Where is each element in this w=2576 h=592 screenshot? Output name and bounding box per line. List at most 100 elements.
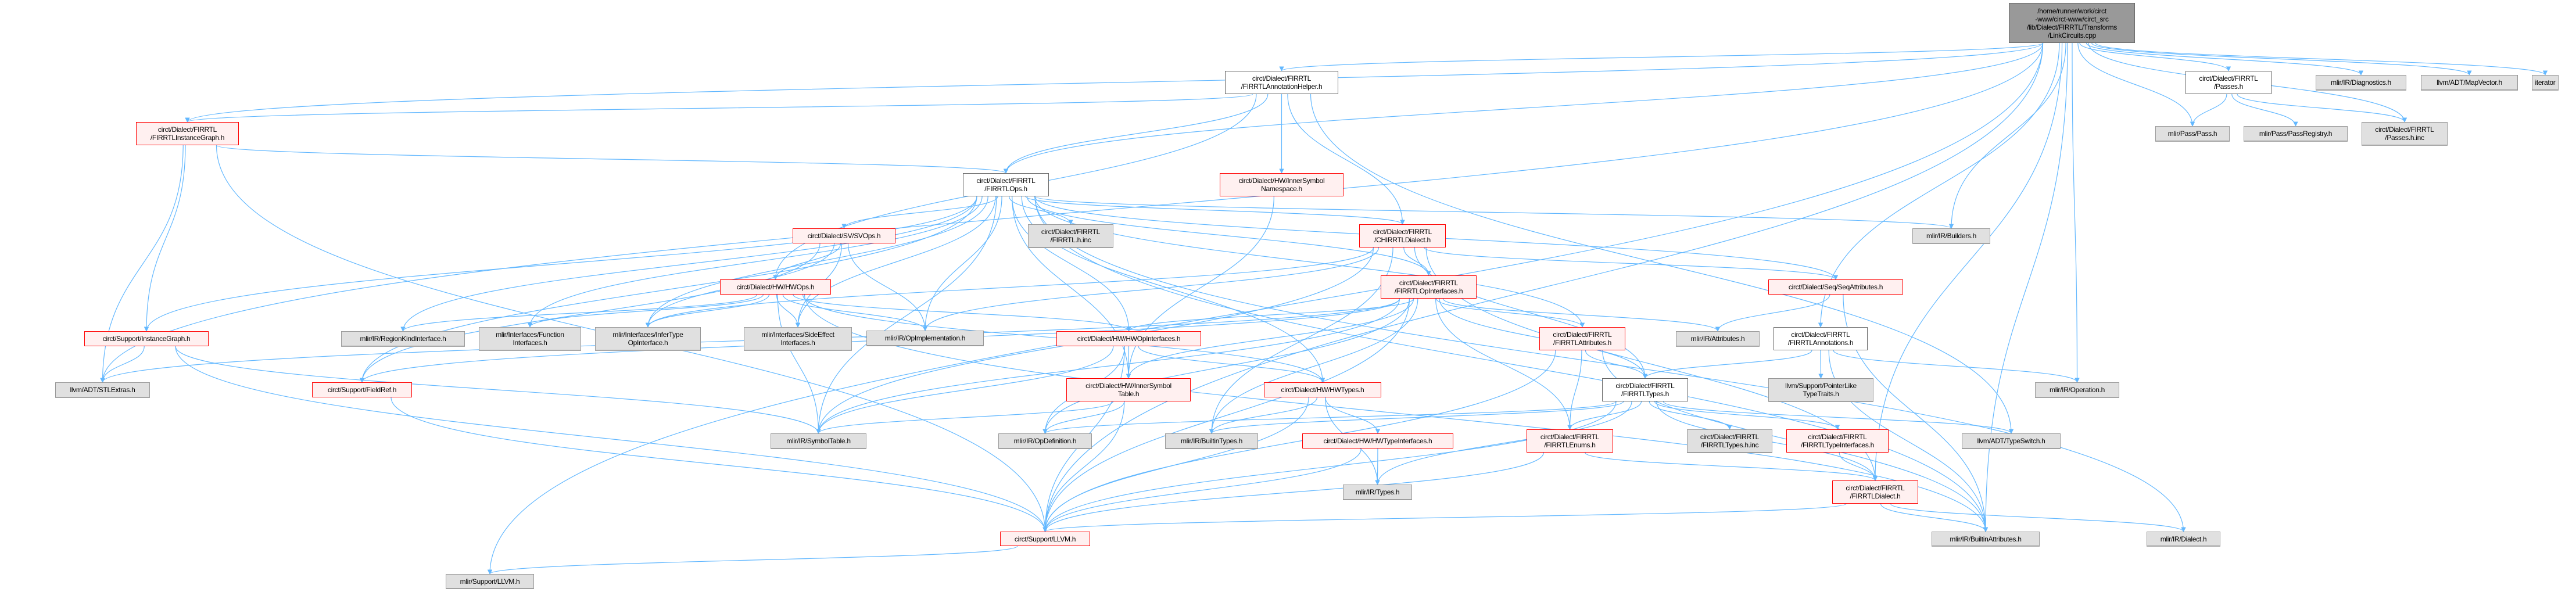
graph-node-funcif[interactable]: mlir/Interfaces/Function Interfaces.h — [479, 327, 581, 350]
graph-node-hwopif[interactable]: circt/Dialect/HW/HWOpInterfaces.h — [1056, 331, 1201, 346]
graph-node-passregistry[interactable]: mlir/Pass/PassRegistry.h — [2244, 126, 2348, 141]
graph-node-symboltable[interactable]: mlir/IR/SymbolTable.h — [771, 433, 866, 449]
edge-passes-to-pass — [2190, 94, 2227, 127]
edge-hwops-to-regionkind — [400, 294, 758, 332]
graph-node-firrtl-inc[interactable]: circt/Dialect/FIRRTL /FIRRTL.h.inc — [1028, 224, 1113, 247]
edge-main-to-mapvector — [2091, 42, 2472, 76]
graph-node-hwtypeif[interactable]: circt/Dialect/HW/HWTypeInterfaces.h — [1302, 433, 1453, 449]
graph-node-types[interactable]: mlir/IR/Types.h — [1343, 485, 1412, 500]
edge-chirrtl-to-firrtl_opif — [1403, 247, 1431, 276]
edge-firrtl_ops-to-funcif — [527, 196, 983, 328]
edge-firrtl_ops-to-chirrtl — [1025, 196, 1405, 225]
graph-node-iterator[interactable]: iterator — [2532, 75, 2559, 90]
edge-main-to-circt_llvm — [1042, 42, 2044, 532]
edge-inner_sym_table-to-symboltable — [816, 401, 1113, 434]
edge-hwops-to-infertype — [645, 294, 770, 328]
edge-firrtl_types-to-firrtl_types_inc — [1649, 401, 1732, 430]
edge-main-to-stlextras — [100, 42, 2044, 383]
edge-main-to-pass — [2077, 42, 2195, 127]
graph-node-firrtl-dialect[interactable]: circt/Dialect/FIRRTL /FIRRTLDialect.h — [1832, 480, 1918, 504]
graph-node-pointerlike[interactable]: llvm/Support/PointerLike TypeTraits.h — [1768, 378, 1873, 401]
edge-firrtl_attr-to-firrtl_types — [1585, 350, 1648, 379]
edge-main-to-firrtl_annot — [1818, 42, 2060, 328]
edge-annot_helper-to-chirrtl — [1287, 94, 1405, 225]
graph-node-operation[interactable]: mlir/IR/Operation.h — [2035, 382, 2119, 397]
graph-node-firrtl-attr[interactable]: circt/Dialect/FIRRTL /FIRRTLAttributes.h — [1539, 327, 1625, 350]
graph-node-seqattr[interactable]: circt/Dialect/Seq/SeqAttributes.h — [1768, 279, 1903, 295]
graph-node-mapvector[interactable]: llvm/ADT/MapVector.h — [2421, 75, 2518, 90]
edge-chirrtl-to-firrtl_types — [1414, 247, 1648, 379]
graph-node-builtinattr[interactable]: mlir/IR/BuiltinAttributes.h — [1932, 532, 2040, 546]
graph-node-hwtypes[interactable]: circt/Dialect/HW/HWTypes.h — [1264, 382, 1381, 397]
edge-firrtl_attr-to-circt_llvm — [1042, 350, 1556, 532]
graph-node-passes[interactable]: circt/Dialect/FIRRTL /Passes.h — [2186, 71, 2272, 94]
graph-node-passes-inc[interactable]: circt/Dialect/FIRRTL /Passes.h.inc — [2362, 122, 2448, 145]
edge-firrtl_ops-to-opimpl — [922, 196, 1002, 331]
graph-node-instgraph-support[interactable]: circt/Support/InstanceGraph.h — [84, 331, 209, 346]
edge-firrtl_opif-to-builtintypes — [1209, 298, 1418, 434]
graph-node-firrtl-inst-graph[interactable]: circt/Dialect/FIRRTL /FIRRTLInstanceGrap… — [136, 122, 239, 145]
edge-hwopif-to-hwtypes — [1138, 346, 1325, 383]
graph-node-sideeffect[interactable]: mlir/Interfaces/SideEffect Interfaces.h — [744, 327, 852, 350]
graph-node-regionkind[interactable]: mlir/IR/RegionKindInterface.h — [341, 331, 465, 346]
edge-firrtl_typeif-to-firrtl_dialect — [1839, 452, 1878, 481]
graph-node-infertype[interactable]: mlir/Interfaces/InferType OpInterface.h — [595, 327, 701, 350]
edge-firrtl_dialect-to-dialect — [1890, 503, 2186, 532]
graph-node-pass[interactable]: mlir/Pass/Pass.h — [2155, 126, 2230, 141]
edge-firrtl_types-to-typeswitch — [1663, 401, 2014, 434]
graph-node-firrtl-ops[interactable]: circt/Dialect/FIRRTL /FIRRTLOps.h — [963, 173, 1049, 196]
edge-firrtl_types-to-types — [1375, 401, 1632, 485]
edge-firrtl_types-to-firrtl_typeif — [1654, 401, 1840, 430]
graph-node-hwops[interactable]: circt/Dialect/HW/HWOps.h — [720, 279, 831, 295]
edge-firrtl_ops-to-sideeffect — [795, 196, 996, 328]
graph-node-dialect[interactable]: mlir/IR/Dialect.h — [2147, 532, 2220, 546]
edge-firrtl_types-to-opdef — [1042, 401, 1617, 434]
edge-instgraph_support-to-circt_llvm — [175, 346, 1048, 532]
graph-node-svops[interactable]: circt/Dialect/SV/SVOps.h — [793, 228, 895, 243]
graph-node-opimpl[interactable]: mlir/IR/OpImplementation.h — [866, 331, 984, 346]
graph-node-firrtl-types-inc[interactable]: circt/Dialect/FIRRTL /FIRRTLTypes.h.inc — [1687, 429, 1772, 453]
graph-node-fieldref[interactable]: circt/Support/FieldRef.h — [312, 382, 412, 397]
graph-node-firrtl-types[interactable]: circt/Dialect/FIRRTL /FIRRTLTypes.h — [1602, 378, 1688, 401]
edge-main-to-firrtl_inst_graph — [185, 42, 2044, 123]
graph-node-firrtl-enums[interactable]: circt/Dialect/FIRRTL /FIRRTLEnums.h — [1527, 429, 1613, 453]
edge-firrtl_enums-to-firrtl_dialect — [1585, 452, 1878, 481]
graph-node-builders[interactable]: mlir/IR/Builders.h — [1912, 228, 1990, 243]
edge-firrtl_types-to-circt_llvm — [1042, 401, 1617, 532]
graph-node-chirrtl[interactable]: circt/Dialect/FIRRTL /CHIRRTLDialect.h — [1359, 224, 1446, 247]
graph-node-circt-llvm[interactable]: circt/Support/LLVM.h — [1000, 532, 1090, 546]
graph-node-stlextras[interactable]: llvm/ADT/STLExtras.h — [55, 382, 150, 397]
edge-firrtl_opif-to-symboltable — [816, 298, 1400, 434]
edge-firrtl_opif-to-attributes — [1442, 298, 1721, 332]
graph-node-builtintypes[interactable]: mlir/IR/BuiltinTypes.h — [1165, 433, 1258, 449]
graph-node-typeswitch[interactable]: llvm/ADT/TypeSwitch.h — [1962, 433, 2061, 449]
graph-node-firrtl-annot[interactable]: circt/Dialect/FIRRTL /FIRRTLAnnotations.… — [1774, 327, 1868, 350]
edge-firrtl_types-to-builtintypes — [1209, 401, 1624, 434]
edge-main-to-operation — [2072, 42, 2080, 383]
edge-main-to-diagnostics — [2086, 42, 2364, 76]
edge-hwtypes-to-builtintypes — [1209, 397, 1318, 434]
edge-firrtl_opif-to-circt_llvm — [1042, 298, 1410, 532]
graph-node-mlir-llvm[interactable]: mlir/Support/LLVM.h — [446, 574, 534, 589]
edge-annot_helper-to-firrtl_inst_graph — [185, 94, 1253, 123]
edge-annot_helper-to-firrtl_ops — [1003, 94, 1269, 174]
edge-firrtl_ops-to-firrtl_opif — [1026, 196, 1431, 276]
graph-node-firrtl-opif[interactable]: circt/Dialect/FIRRTL /FIRRTLOpInterfaces… — [1381, 275, 1477, 299]
edge-firrtl_dialect-to-circt_llvm — [1042, 503, 1847, 532]
edge-firrtl_enums-to-circt_llvm — [1042, 452, 1544, 532]
edge-firrtl_inst_graph-to-stlextras — [100, 145, 184, 383]
graph-node-diagnostics[interactable]: mlir/IR/Diagnostics.h — [2316, 75, 2406, 90]
edge-seqattr-to-attributes — [1715, 294, 1830, 332]
graph-node-attributes[interactable]: mlir/IR/Attributes.h — [1676, 331, 1760, 346]
graph-node-opdef[interactable]: mlir/IR/OpDefinition.h — [998, 433, 1092, 449]
graph-node-firrtl-typeif[interactable]: circt/Dialect/FIRRTL /FIRRTLTypeInterfac… — [1786, 429, 1889, 453]
edge-firrtl_opif-to-inner_sym_table — [1126, 298, 1414, 379]
edge-instgraph_support-to-symboltable — [175, 346, 821, 434]
edge-svops-to-fieldref — [359, 243, 821, 383]
edge-main-to-firrtl_ops — [1003, 42, 2044, 174]
graph-node-main[interactable]: /home/runner/work/circt -www/circt-www/c… — [2009, 3, 2135, 43]
edge-firrtl_opif-to-firrtl_attr — [1436, 298, 1585, 328]
graph-node-inner-sym-table[interactable]: circt/Dialect/HW/InnerSymbol Table.h — [1066, 378, 1191, 401]
graph-node-inner-sym-ns[interactable]: circt/Dialect/HW/InnerSymbol Namespace.h — [1220, 173, 1343, 196]
graph-node-annot-helper[interactable]: circt/Dialect/FIRRTL /FIRRTLAnnotationHe… — [1225, 71, 1338, 94]
